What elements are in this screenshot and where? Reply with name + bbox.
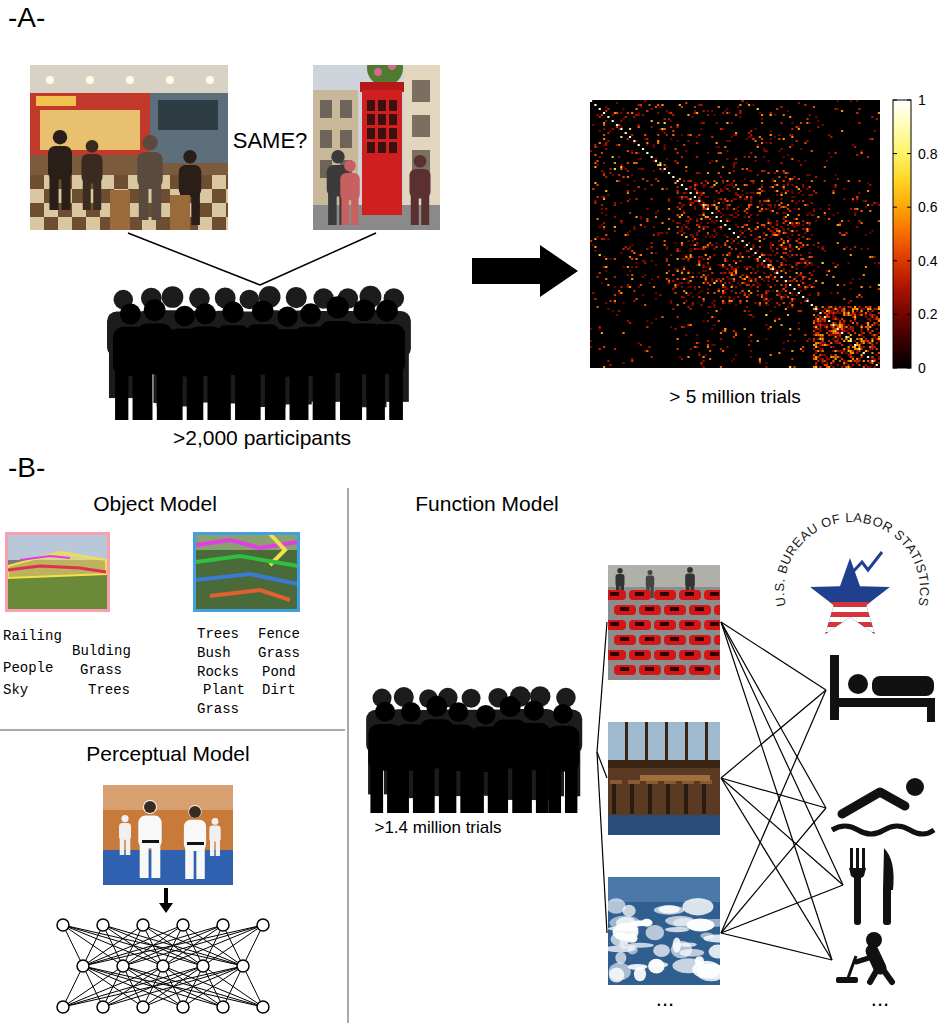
colorbar-tick: 0.8 xyxy=(918,146,937,162)
object-word: Grass xyxy=(197,701,239,717)
object-word: Bulding xyxy=(72,643,131,659)
panel-letter: -B- xyxy=(8,452,45,484)
colorbar-tick: 0.2 xyxy=(918,306,937,322)
colorbar-tick: 1 xyxy=(918,92,926,108)
object-word: Pond xyxy=(262,664,296,680)
model-heading: Object Model xyxy=(93,492,217,516)
object-word: Fence xyxy=(258,626,300,642)
segmented-scene-photo xyxy=(5,532,110,612)
object-word: Rocks xyxy=(197,664,239,680)
object-word: Railing xyxy=(3,628,62,644)
object-word: Sky xyxy=(3,682,28,698)
crowd-silhouette xyxy=(107,286,411,420)
colorbar-tick: 0 xyxy=(918,360,926,376)
big-arrow xyxy=(472,245,578,297)
panel-letter: -A- xyxy=(8,2,45,34)
colorbar-tick: 0.6 xyxy=(918,199,937,215)
object-word: Grass xyxy=(258,645,300,661)
object-word: Plant xyxy=(203,682,245,698)
car-show-photo xyxy=(608,565,720,680)
ellipsis: ... xyxy=(656,986,674,1011)
logo-text: U.S. BUREAU OF LABOR STATISTICS xyxy=(772,510,932,608)
ocean-wave-photo xyxy=(608,877,720,985)
karate-photo xyxy=(103,785,233,885)
neural-network xyxy=(57,888,269,1013)
crowd-silhouette xyxy=(366,686,582,813)
ellipsis: ... xyxy=(871,986,889,1011)
food-court-photo xyxy=(30,65,228,230)
model-heading: Perceptual Model xyxy=(86,742,249,766)
object-word: Trees xyxy=(88,682,130,698)
restaurant-photo xyxy=(608,722,720,835)
object-word: Grass xyxy=(80,662,122,678)
object-word: People xyxy=(3,660,53,676)
similarity-matrix xyxy=(590,100,880,368)
object-word: Bush xyxy=(197,645,231,661)
agency-logo xyxy=(800,552,900,647)
model-heading: Function Model xyxy=(415,492,559,516)
object-word: Dirt xyxy=(262,682,296,698)
object-word: Trees xyxy=(197,626,239,642)
activity-icon xyxy=(849,848,894,925)
colorbar xyxy=(893,100,911,368)
panel-divider xyxy=(0,488,348,1023)
activity-icon xyxy=(832,778,934,834)
segmented-scene-photo xyxy=(193,532,300,612)
activity-icon xyxy=(836,932,892,983)
connector-line xyxy=(128,233,376,285)
question-text: SAME? xyxy=(233,128,308,153)
activity-icon xyxy=(830,655,935,722)
telephone-box-photo xyxy=(313,65,440,230)
participant-count: >2,000 participants xyxy=(173,426,351,450)
colorbar-tick: 0.4 xyxy=(918,253,937,269)
trial-count: >1.4 million trials xyxy=(374,818,501,838)
trial-count: > 5 million trials xyxy=(669,386,800,408)
